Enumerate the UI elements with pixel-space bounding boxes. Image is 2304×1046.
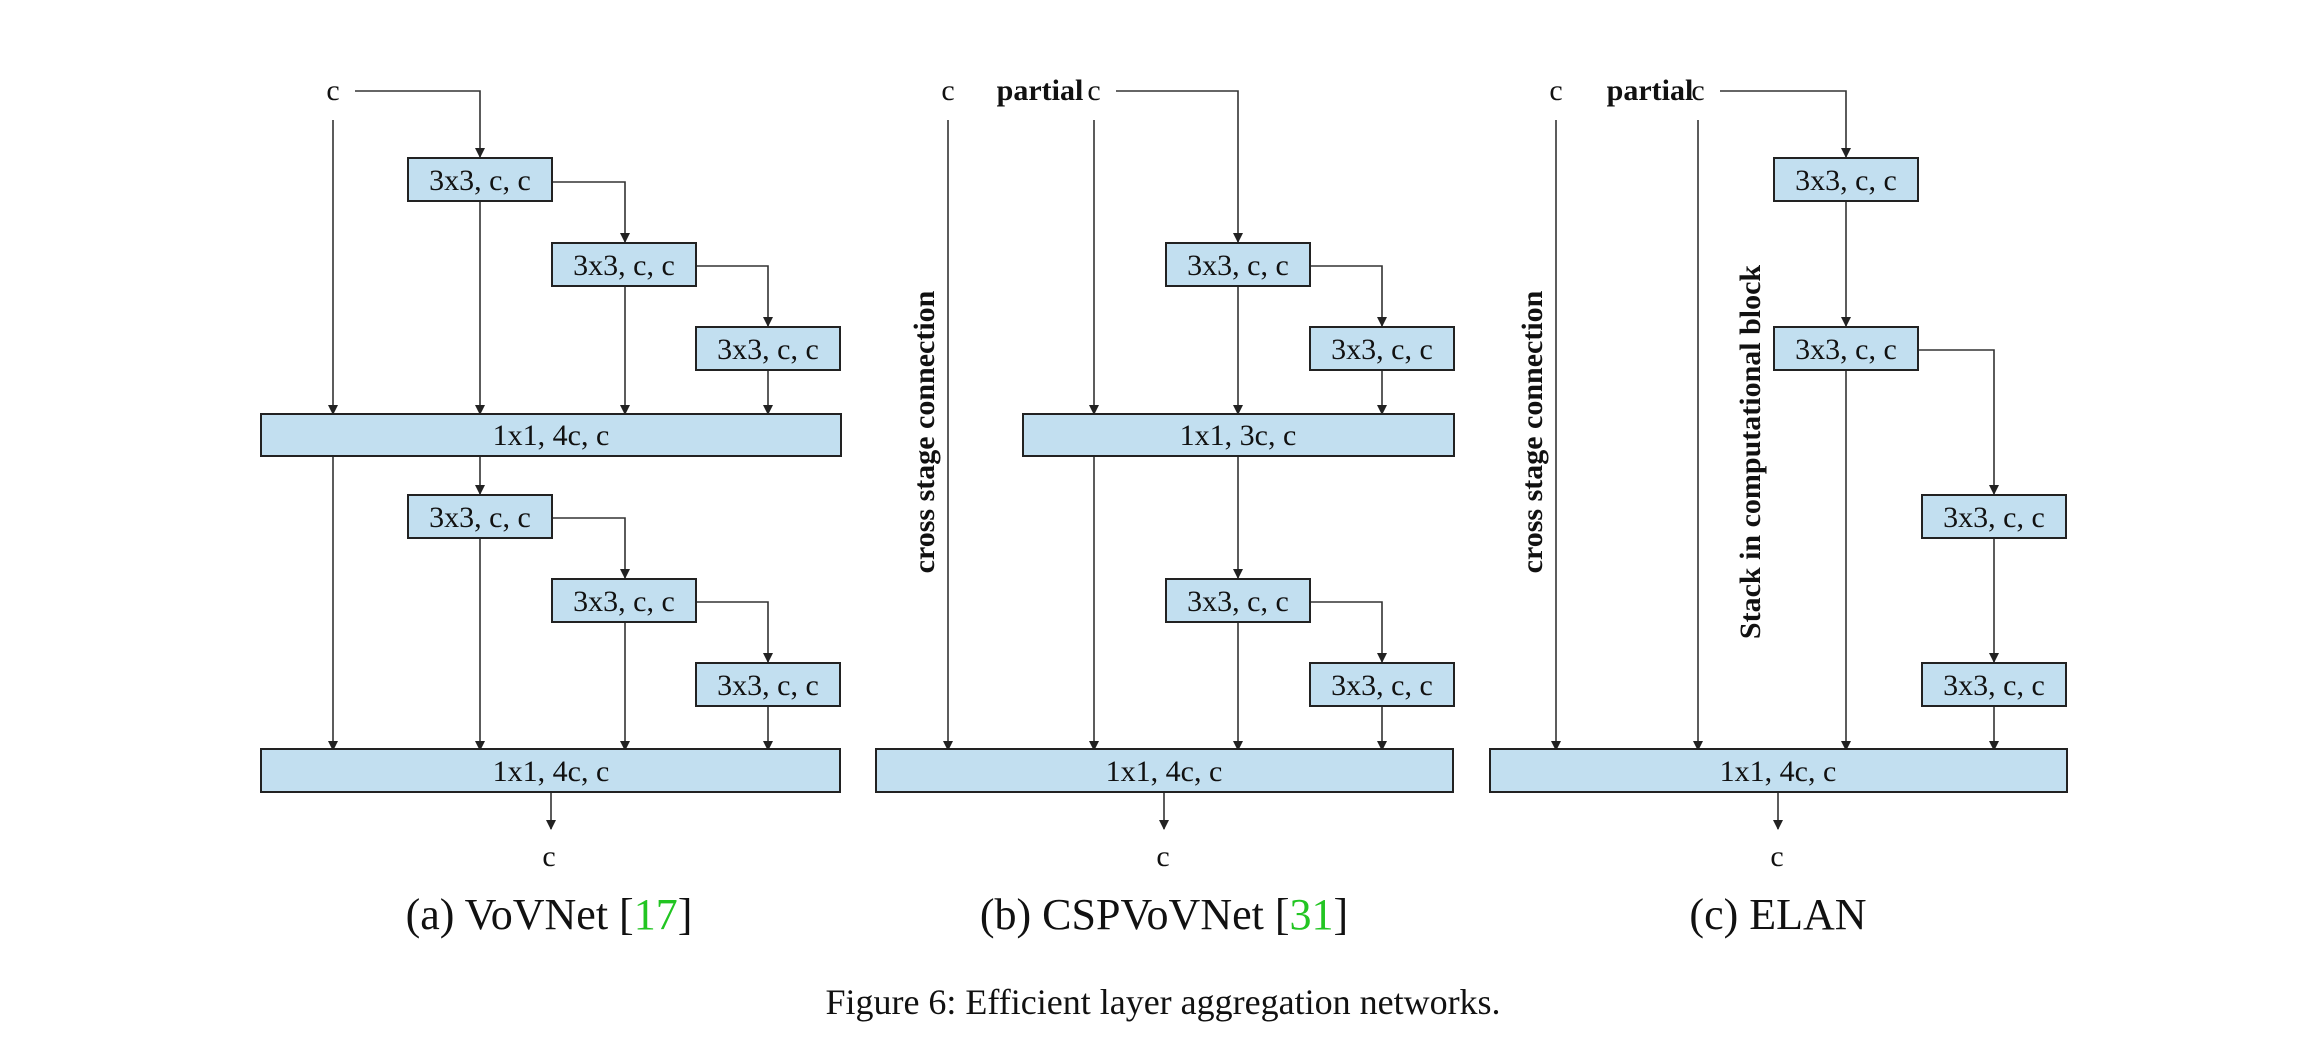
vovnet-conv-label-2: 3x3, c, c [573, 249, 675, 282]
vovnet-conv-block-2: 3x3, c, c [551, 242, 697, 287]
vovnet-conv-block-6: 3x3, c, c [695, 662, 841, 707]
vovnet-conv-label-1: 3x3, c, c [429, 164, 531, 197]
vovnet-citation-link[interactable]: 17 [634, 890, 678, 939]
vovnet-conv-label-4: 3x3, c, c [429, 501, 531, 534]
vovnet-conv-block-3: 3x3, c, c [695, 326, 841, 371]
cspvovnet-conv-block-2: 3x3, c, c [1309, 326, 1455, 371]
vovnet-conv-block-4: 3x3, c, c [407, 494, 553, 539]
panel-cspvovnet: c partial c cross stage connection 3x3, … [875, 74, 1455, 939]
elan-input-right-label: c [1691, 74, 1704, 107]
vovnet-transition-label-2: 1x1, 4c, c [493, 755, 610, 788]
cspvovnet-caption: (b) CSPVoVNet [31] [980, 890, 1348, 939]
cspvovnet-conv-label-1: 3x3, c, c [1187, 249, 1289, 282]
elan-cross-stage-label: cross stage connection [1516, 290, 1549, 573]
cspvovnet-final-block: 1x1, 4c, c [875, 748, 1454, 793]
cspvovnet-final-label: 1x1, 4c, c [1106, 755, 1223, 788]
panel-elan: c partial c cross stage connection Stack… [1489, 74, 2068, 939]
elan-conv-label-4: 3x3, c, c [1943, 669, 2045, 702]
elan-input-left-label: c [1549, 74, 1562, 107]
vovnet-transition-block-1: 1x1, 4c, c [260, 413, 842, 457]
elan-partial-label: partial [1607, 74, 1694, 107]
elan-caption: (c) ELAN [1689, 890, 1866, 939]
elan-conv-block-1: 3x3, c, c [1773, 157, 1919, 202]
vovnet-output-label: c [542, 840, 555, 873]
cspvovnet-cross-stage-label: cross stage connection [908, 290, 941, 573]
cspvovnet-conv-label-3: 3x3, c, c [1187, 585, 1289, 618]
elan-conv-block-2: 3x3, c, c [1773, 326, 1919, 371]
vovnet-conv-block-1: 3x3, c, c [407, 157, 553, 202]
figure-caption: Figure 6: Efficient layer aggregation ne… [825, 982, 1500, 1022]
cspvovnet-conv-block-1: 3x3, c, c [1165, 242, 1311, 287]
elan-final-block: 1x1, 4c, c [1489, 748, 2068, 793]
elan-stack-label: Stack in computational block [1734, 265, 1767, 640]
elan-conv-label-3: 3x3, c, c [1943, 501, 2045, 534]
elan-conv-block-3: 3x3, c, c [1921, 494, 2067, 539]
cspvovnet-citation-link[interactable]: 31 [1290, 890, 1334, 939]
vovnet-connections [328, 90, 773, 830]
cspvovnet-connections [943, 90, 1387, 830]
cspvovnet-input-left-label: c [941, 74, 954, 107]
elan-connections [1551, 90, 1999, 830]
panel-vovnet: c 3x3, c, c 3x3, c, c [260, 74, 842, 939]
elan-conv-block-4: 3x3, c, c [1921, 662, 2067, 707]
cspvovnet-partial-label: partial [997, 74, 1084, 107]
vovnet-conv-label-6: 3x3, c, c [717, 669, 819, 702]
cspvovnet-output-label: c [1156, 840, 1169, 873]
cspvovnet-conv-block-3: 3x3, c, c [1165, 578, 1311, 623]
vovnet-input-label: c [326, 74, 339, 107]
elan-final-label: 1x1, 4c, c [1720, 755, 1837, 788]
cspvovnet-conv-label-2: 3x3, c, c [1331, 333, 1433, 366]
elan-conv-label-2: 3x3, c, c [1795, 333, 1897, 366]
vovnet-transition-block-2: 1x1, 4c, c [260, 748, 841, 793]
cspvovnet-conv-label-4: 3x3, c, c [1331, 669, 1433, 702]
cspvovnet-input-right-label: c [1087, 74, 1100, 107]
vovnet-transition-label-1: 1x1, 4c, c [493, 419, 610, 452]
vovnet-conv-label-3: 3x3, c, c [717, 333, 819, 366]
cspvovnet-transition-label: 1x1, 3c, c [1180, 419, 1297, 452]
vovnet-conv-label-5: 3x3, c, c [573, 585, 675, 618]
vovnet-caption: (a) VoVNet [17] [406, 890, 693, 939]
elan-output-label: c [1770, 840, 1783, 873]
cspvovnet-conv-block-4: 3x3, c, c [1309, 662, 1455, 707]
vovnet-conv-block-5: 3x3, c, c [551, 578, 697, 623]
elan-conv-label-1: 3x3, c, c [1795, 164, 1897, 197]
cspvovnet-transition-block: 1x1, 3c, c [1022, 413, 1455, 457]
